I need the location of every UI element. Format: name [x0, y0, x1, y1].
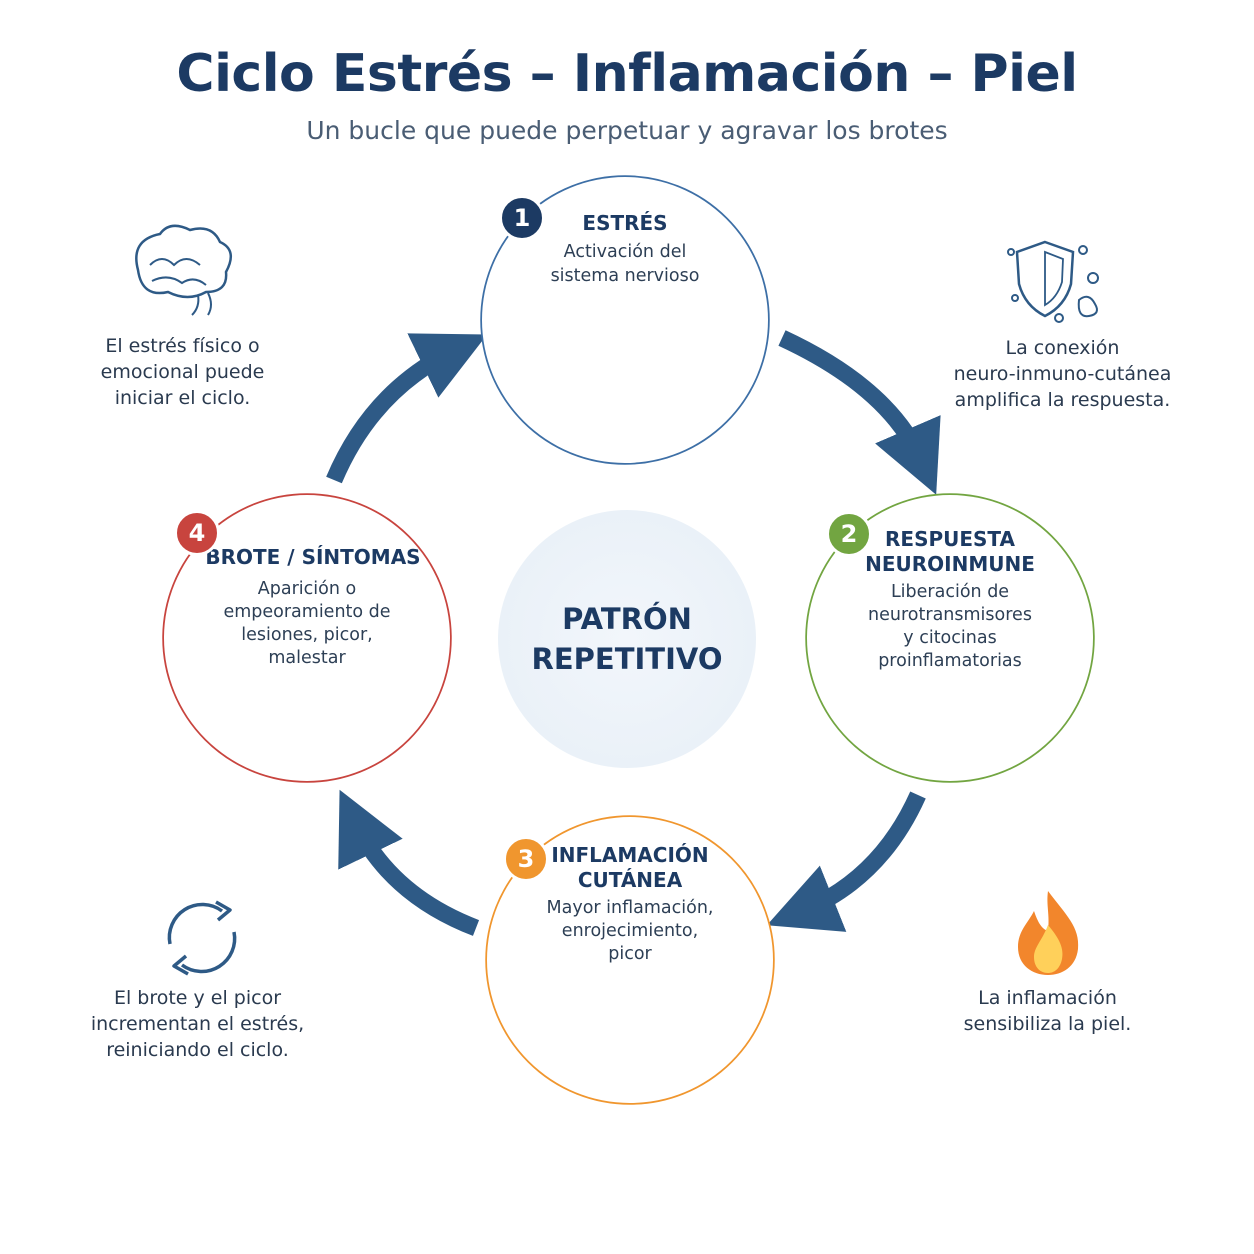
- note-top-right-line-1: La conexión: [1005, 337, 1120, 359]
- stage-4-badge: 4: [174, 510, 220, 556]
- center-line-1: PATRÓN: [562, 602, 692, 636]
- center-pattern-label: PATRÓN REPETITIVO: [498, 510, 756, 768]
- note-bottom-right: La inflamación sensibiliza la piel.: [930, 985, 1165, 1037]
- stage-1-title: ESTRÉS: [582, 211, 668, 235]
- arrow-response-to-inflammation: [766, 791, 926, 932]
- note-top-left-line-2: emocional puede: [100, 361, 265, 383]
- note-top-right-line-2: neuro-inmuno-cutánea: [953, 363, 1172, 385]
- note-bottom-left-line-1: El brote y el picor: [113, 987, 282, 1009]
- note-bottom-left-line-3: reiniciando el ciclo.: [106, 1039, 289, 1061]
- stage-3-desc-line-3: picor: [608, 944, 652, 964]
- stage-2-desc-line-2: neurotransmisores: [868, 605, 1032, 625]
- stage-3-desc-line-1: Mayor inflamación,: [546, 898, 714, 918]
- page-title: Ciclo Estrés – Inflamación – Piel: [176, 44, 1078, 104]
- arrow-flare-to-stress: [326, 333, 488, 484]
- note-bottom-right-line-1: La inflamación: [978, 987, 1117, 1009]
- note-bottom-right-line-2: sensibiliza la piel.: [963, 1013, 1132, 1035]
- cycle-arrows-icon: [167, 900, 237, 976]
- shield-immune-icon: [1007, 240, 1099, 323]
- stage-3-title-line-2: CUTÁNEA: [577, 868, 683, 892]
- stage-2-title-line-2: NEUROINMUNE: [865, 552, 1035, 576]
- page-subtitle: Un bucle que puede perpetuar y agravar l…: [306, 116, 948, 145]
- stage-1-badge: 1: [499, 195, 545, 241]
- note-top-left: El estrés físico o emocional puede inici…: [60, 333, 305, 411]
- stage-4-desc-line-3: lesiones, picor,: [241, 625, 373, 645]
- stage-2-title-line-1: RESPUESTA: [885, 527, 1015, 551]
- note-bottom-left: El brote y el picor incrementan el estré…: [70, 985, 325, 1063]
- stage-4-desc-line-4: malestar: [268, 648, 346, 668]
- stage-4-desc-line-2: empeoramiento de: [223, 602, 391, 622]
- stage-2-desc-line-1: Liberación de: [890, 582, 1010, 602]
- stage-3-title-line-1: INFLAMACIÓN: [551, 843, 709, 867]
- arrow-stress-to-response: [778, 330, 941, 495]
- stage-3-badge: 3: [503, 836, 549, 882]
- stage-2-desc-line-4: proinflamatorias: [878, 651, 1022, 671]
- stage-2-badge: 2: [826, 511, 872, 557]
- stage-3-desc-line-2: enrojecimiento,: [561, 921, 699, 941]
- center-line-2: REPETITIVO: [531, 642, 723, 676]
- note-top-right: La conexión neuro-inmuno-cutánea amplifi…: [935, 335, 1190, 413]
- brain-outline-icon: [135, 224, 233, 316]
- stage-respuesta-neuroinmune: RESPUESTA NEUROINMUNE Liberación de neur…: [807, 495, 1093, 781]
- arrow-inflammation-to-flare: [338, 789, 480, 936]
- note-top-left-line-1: El estrés físico o: [105, 335, 260, 357]
- stage-4-title: BROTE / SÍNTOMAS: [205, 545, 421, 569]
- stage-2-desc-line-3: y citocinas: [903, 628, 997, 648]
- flame-icon: [1018, 891, 1079, 975]
- note-bottom-left-line-2: incrementan el estrés,: [90, 1013, 305, 1035]
- stage-4-desc-line-1: Aparición o: [257, 579, 357, 599]
- note-top-left-line-3: iniciar el ciclo.: [114, 387, 251, 409]
- note-top-right-line-3: amplifica la respuesta.: [954, 389, 1171, 411]
- stage-brote-sintomas: BROTE / SÍNTOMAS Aparición o empeoramien…: [164, 495, 450, 781]
- stage-1-desc-line-1: Activación del: [563, 242, 687, 262]
- stage-1-desc-line-2: sistema nervioso: [550, 266, 700, 286]
